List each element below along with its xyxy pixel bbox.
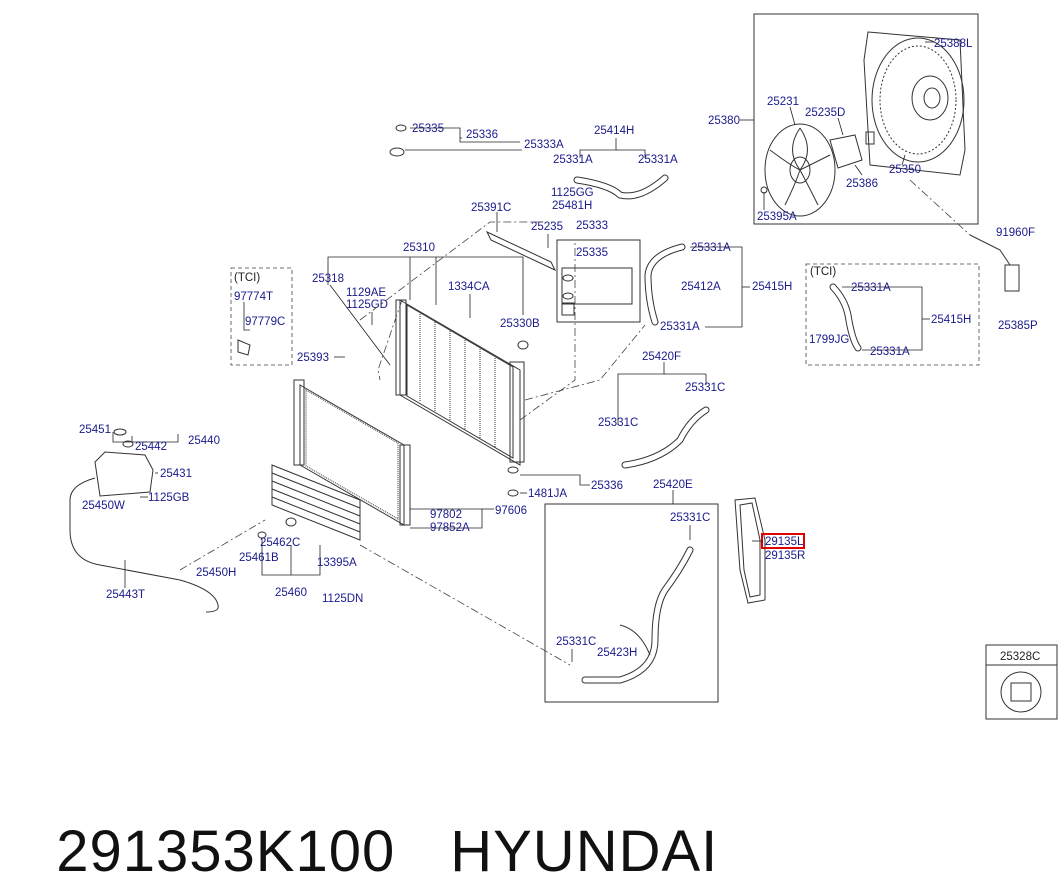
- label-1125GG: 1125GG: [551, 187, 594, 199]
- label-25333A: 25333A: [524, 139, 564, 151]
- fan-blade: [764, 123, 836, 217]
- label-1799JG: 1799JG: [809, 334, 849, 346]
- sensor-wire: [969, 234, 1011, 266]
- label-25231: 25231: [767, 96, 799, 108]
- label-29135R: 29135R: [765, 550, 805, 562]
- label-25331C-2: 25331C: [598, 417, 638, 429]
- label-25431: 25431: [160, 468, 192, 480]
- label-25331A-6: 25331A: [870, 346, 910, 358]
- label-25393: 25393: [297, 352, 329, 364]
- label-29135L: 29135L: [765, 536, 804, 548]
- label-25336-bottom: 25336: [591, 480, 623, 492]
- label-91960F: 91960F: [996, 227, 1035, 239]
- label-25415H: 25415H: [752, 281, 792, 293]
- fan-group-frame: [753, 13, 979, 225]
- label-25318: 25318: [312, 273, 344, 285]
- label-1129AE: 1129AE: [346, 287, 386, 299]
- label-1125GD: 1125GD: [346, 299, 388, 311]
- label-25461B: 25461B: [239, 552, 279, 564]
- label-25460: 25460: [275, 587, 307, 599]
- label-25412A: 25412A: [681, 281, 721, 293]
- cap-25335: [395, 124, 407, 132]
- label-25331A-2: 25331A: [638, 154, 678, 166]
- air-guard-29135: [734, 497, 766, 604]
- label-97606: 97606: [495, 505, 527, 517]
- label-25450H: 25450H: [196, 567, 236, 579]
- label-97852A: 97852A: [430, 522, 470, 534]
- label-25331C-3: 25331C: [670, 512, 710, 524]
- label-25380: 25380: [708, 115, 740, 127]
- hose-box-25420E: [544, 503, 719, 703]
- label-25440: 25440: [188, 435, 220, 447]
- label-25235D: 25235D: [805, 107, 845, 119]
- label-25420E: 25420E: [653, 479, 693, 491]
- label-25331A-4: 25331A: [660, 321, 700, 333]
- label-25423H: 25423H: [597, 647, 637, 659]
- label-25335-kit: 25335: [576, 247, 608, 259]
- coolant-reservoir: [94, 428, 154, 497]
- label-25450W: 25450W: [82, 500, 125, 512]
- shroud-ring: [871, 37, 965, 163]
- part-number: 291353K100: [56, 819, 396, 884]
- label-25330B: 25330B: [500, 318, 540, 330]
- label-25333: 25333: [576, 220, 608, 232]
- label-25415H-tci: 25415H: [931, 314, 971, 326]
- tci-hose-box: [805, 263, 980, 366]
- label-25414H: 25414H: [594, 125, 634, 137]
- label-25350: 25350: [889, 164, 921, 176]
- label-25310: 25310: [403, 242, 435, 254]
- label-1481JA: 1481JA: [528, 488, 567, 500]
- label-25336-top: 25336: [466, 129, 498, 141]
- label-13395A: 13395A: [317, 557, 357, 569]
- label-25395A: 25395A: [757, 211, 797, 223]
- label-25331A-3: 25331A: [691, 242, 731, 254]
- label-97774T: 97774T: [234, 291, 273, 303]
- oil-cooler: [271, 464, 361, 541]
- radiator-assembly-diagram: 25388L 25380 25231 25235D 25386 25350 25…: [69, 13, 1058, 720]
- label-25331A-1: 25331A: [553, 154, 593, 166]
- air-guard-25391C: [485, 230, 557, 272]
- fan-shroud: [863, 31, 966, 176]
- label-25442: 25442: [135, 441, 167, 453]
- fan-shroud-group: [740, 13, 979, 225]
- label-25388L: 25388L: [934, 38, 973, 50]
- tci-bracket-box: [230, 267, 293, 366]
- kit-box-25335: [556, 239, 641, 323]
- fan-motor: [829, 134, 863, 169]
- label-25335-top: 25335: [412, 123, 444, 135]
- brand-name: HYUNDAI: [450, 819, 719, 884]
- label-tci-right: (TCI): [810, 266, 836, 278]
- label-97802: 97802: [430, 509, 462, 521]
- label-25420F: 25420F: [642, 351, 681, 363]
- label-25481H: 25481H: [552, 200, 592, 212]
- label-25331C-1: 25331C: [685, 382, 725, 394]
- label-1334CA: 1334CA: [448, 281, 490, 293]
- label-25386: 25386: [846, 178, 878, 190]
- fan-relay: [1004, 264, 1020, 292]
- radiator-core: [395, 299, 525, 466]
- label-1125DN: 1125DN: [322, 593, 363, 605]
- condenser-core: [293, 379, 411, 526]
- label-25462C: 25462C: [260, 537, 300, 549]
- label-25331A-5: 25331A: [851, 282, 891, 294]
- label-25443T: 25443T: [106, 589, 145, 601]
- fitting-25333A: [389, 147, 405, 157]
- label-tci-left: (TCI): [234, 272, 260, 284]
- label-25385P: 25385P: [998, 320, 1038, 332]
- label-25235: 25235: [531, 221, 563, 233]
- label-97779C: 97779C: [245, 316, 285, 328]
- label-25451: 25451: [79, 424, 111, 436]
- caution-label-icon: [1000, 671, 1042, 713]
- part-title: 291353K100 HYUNDAI: [22, 765, 718, 881]
- label-25328C: 25328C: [1000, 651, 1040, 663]
- label-1125GB: 1125GB: [148, 492, 190, 504]
- label-25391C: 25391C: [471, 202, 511, 214]
- label-box-25328C: [985, 644, 1058, 720]
- label-25331C-4: 25331C: [556, 636, 596, 648]
